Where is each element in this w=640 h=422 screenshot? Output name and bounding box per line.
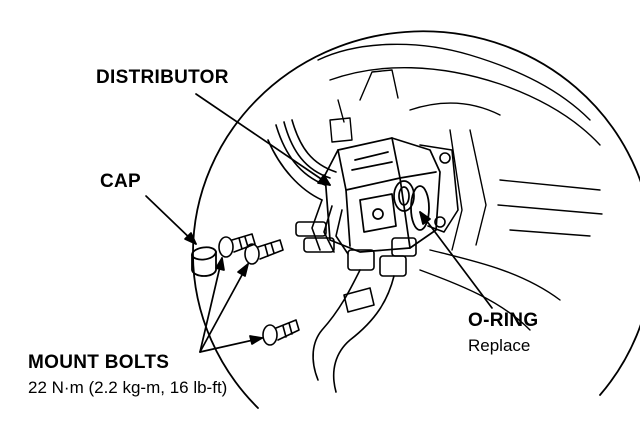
mount-bolts-label: MOUNT BOLTS <box>28 352 170 373</box>
bolt-1 <box>218 233 256 258</box>
bolt-3 <box>262 319 300 346</box>
distributor-label: DISTRIBUTOR <box>96 67 229 88</box>
cap-part <box>191 246 217 277</box>
mount-flange <box>419 144 459 233</box>
distributor-body <box>324 137 441 253</box>
engine-background <box>317 43 603 331</box>
torque-spec: 22 N·m (2.2 kg-m, 16 lb-ft) <box>28 378 228 397</box>
bolt-2 <box>244 239 284 265</box>
o-ring <box>410 185 430 231</box>
connectors <box>312 237 417 393</box>
detail-circle <box>192 30 640 409</box>
leader-lines <box>145 93 493 353</box>
cap-label: CAP <box>100 171 142 192</box>
spark-plug-wires <box>267 119 349 255</box>
o-ring-label: O-RING <box>468 310 539 331</box>
o-ring-note: Replace <box>468 336 531 355</box>
